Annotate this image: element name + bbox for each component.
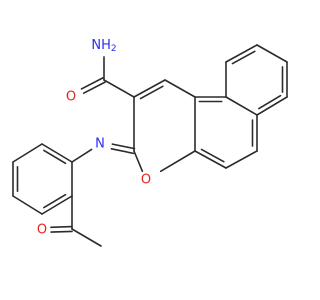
bond-c6a-c10a	[225, 96, 258, 116]
bond-p5-p6	[12, 143, 43, 163]
bond-p3-p4	[12, 195, 43, 215]
svg-text:O: O	[141, 173, 151, 188]
bond-c2-c1	[133, 79, 166, 98]
svg-text:O: O	[66, 90, 76, 105]
acetyl-oxygen-label: O	[36, 222, 49, 238]
bond-p2-p3-inner	[43, 193, 67, 209]
svg-text:NH2: NH2	[91, 38, 116, 55]
bond-acetyl-c-o-b	[50, 230, 73, 233]
bond-c5-c6	[225, 150, 258, 169]
bond-amide-c-o-b	[82, 81, 106, 94]
bond-imine-phenyl	[71, 148, 93, 163]
bond-c2-c1-inner	[139, 85, 164, 100]
svg-text:O: O	[37, 223, 47, 238]
bond-o1-c3	[133, 150, 144, 173]
bond-c2-amide	[103, 79, 135, 98]
bond-acetyl-methyl	[71, 228, 102, 247]
bond-c8-c9	[256, 44, 288, 63]
bond-amide-c-o-a	[80, 77, 104, 90]
molecule-structure: NH2 O O N O	[12, 37, 288, 247]
bond-p2-p3	[41, 195, 73, 215]
imine-nitrogen-label: N	[94, 136, 107, 152]
bond-acetyl-c-o-a	[50, 225, 73, 229]
bond-c3-imine-a	[111, 143, 136, 150]
bond-c1-c10b	[164, 79, 196, 98]
svg-text:N: N	[95, 137, 105, 152]
bond-c6a-c7-inner-x-inner	[258, 94, 282, 110]
bond-c9-c10-inner	[231, 50, 256, 65]
amide-nh2-label: NH2	[91, 37, 117, 54]
bond-c6a-c7-inner-x	[256, 96, 288, 116]
bond-c3-imine-b	[110, 148, 135, 155]
structure-canvas: NH2 O O N O	[12, 37, 288, 247]
bond-c4a-c5	[194, 150, 227, 169]
pyran-oxygen-label: O	[140, 172, 153, 188]
bond-p6-p1	[41, 143, 73, 163]
bond-layer	[12, 44, 288, 247]
bond-p6-p1-inner	[43, 149, 67, 165]
amide-oxygen-label: O	[65, 89, 78, 105]
atom-label-layer: NH2 O O N O	[36, 37, 153, 238]
bond-c9-c10	[225, 44, 258, 63]
bond-c4a-o1	[159, 150, 196, 173]
bond-c4a-c5-inner	[200, 148, 225, 163]
